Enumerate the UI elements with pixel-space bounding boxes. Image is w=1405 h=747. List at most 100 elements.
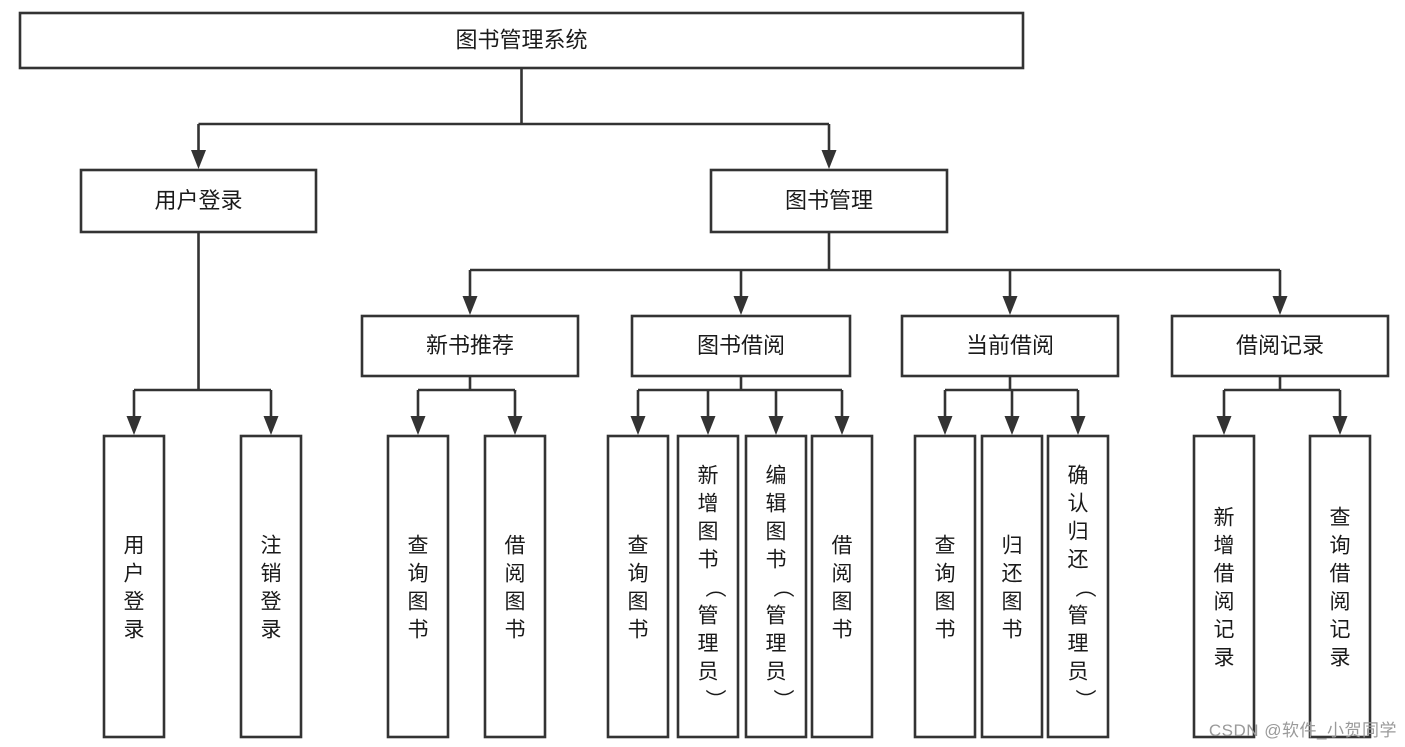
node-label-char: 图 [766,520,787,543]
node-box[interactable] [1170,314,1390,378]
arrow-head-icon [1332,416,1348,435]
node-box[interactable] [630,314,852,378]
node-label-char: 询 [628,562,649,585]
node-label-char: 管 [766,604,787,627]
node-label-char: 书 [628,618,649,641]
node-label-char: 归 [1002,534,1023,557]
node-box[interactable] [980,434,1044,739]
node-root[interactable]: 图书管理系统 [18,11,1025,70]
node-label-char: 员 [766,660,787,683]
node-label-char: 书 [505,618,526,641]
node-label-char: 新 [698,464,719,487]
node-label-char: 辑 [766,492,787,515]
edges-layer [126,68,1348,435]
node-box[interactable] [386,434,450,739]
edge-group-root [191,68,837,169]
node-box[interactable] [676,434,740,739]
node-n_borrow[interactable]: 图书借阅 [630,314,852,378]
node-box[interactable] [1046,434,1110,739]
node-l_user_login[interactable]: 用户登录 [102,434,166,739]
node-label-char: 用 [124,534,145,557]
node-box[interactable] [483,434,547,739]
node-box[interactable] [1308,434,1372,739]
node-box[interactable] [900,314,1120,378]
node-label-char: 员 [1068,660,1089,683]
node-label-char: 增 [698,492,719,515]
node-label-char: 询 [408,562,429,585]
node-box[interactable] [360,314,580,378]
arrow-head-icon [1002,296,1018,315]
node-n_user_login[interactable]: 用户登录 [79,168,318,234]
arrow-head-icon [1070,416,1086,435]
arrow-head-icon [462,296,478,315]
node-label-char: 阅 [832,562,853,585]
node-label-char: 图 [832,590,853,613]
node-label-char: 书 [1002,618,1023,641]
node-box[interactable] [18,11,1025,70]
node-box[interactable] [913,434,977,739]
node-n_book_mgmt[interactable]: 图书管理 [709,168,949,234]
watermark-text: CSDN @软件_小贺同学 [1208,721,1397,740]
node-box[interactable] [709,168,949,234]
edge-group-n_book_mgmt [462,232,1288,315]
node-box[interactable] [1192,434,1256,739]
edge-group-n_current [937,376,1086,435]
node-box[interactable] [102,434,166,739]
node-label: 用户登录 [154,188,242,213]
node-label-char: 书 [832,618,853,641]
node-label-char: 图 [408,590,429,613]
node-label-char: 记 [1214,618,1235,641]
node-box[interactable] [744,434,808,739]
node-label-char: 阅 [1214,590,1235,613]
nodes-layer: 图书管理系统用户登录图书管理新书推荐图书借阅当前借阅借阅记录用户登录注销登录查询… [18,11,1390,739]
node-n_current[interactable]: 当前借阅 [900,314,1120,378]
node-label-char: 登 [261,590,282,613]
node-box[interactable] [239,434,303,739]
arrow-head-icon [768,416,784,435]
arrow-head-icon [937,416,953,435]
node-box[interactable] [606,434,670,739]
node-label-char: 图 [935,590,956,613]
node-label-char: 录 [124,618,145,641]
node-label-char: 阅 [505,562,526,585]
node-label-char: 图 [628,590,649,613]
arrow-head-icon [126,416,142,435]
node-label-char: 录 [1214,646,1235,669]
node-label-char: 借 [1330,562,1351,585]
node-label-char: （ [1073,577,1096,598]
node-label-char: 阅 [1330,590,1351,613]
node-box[interactable] [810,434,874,739]
node-n_record[interactable]: 借阅记录 [1170,314,1390,378]
node-label: 图书借阅 [697,333,785,358]
node-label-char: ） [771,689,794,710]
node-label-char: 查 [628,534,649,557]
edge-group-n_user_login [126,232,279,435]
node-box[interactable] [79,168,318,234]
node-label-char: 理 [766,632,787,655]
edge-group-n_record [1216,376,1348,435]
node-n_new_book[interactable]: 新书推荐 [360,314,580,378]
node-label-char: 登 [124,590,145,613]
node-label-char: 理 [1068,632,1089,655]
node-label: 图书管理系统 [455,27,587,52]
